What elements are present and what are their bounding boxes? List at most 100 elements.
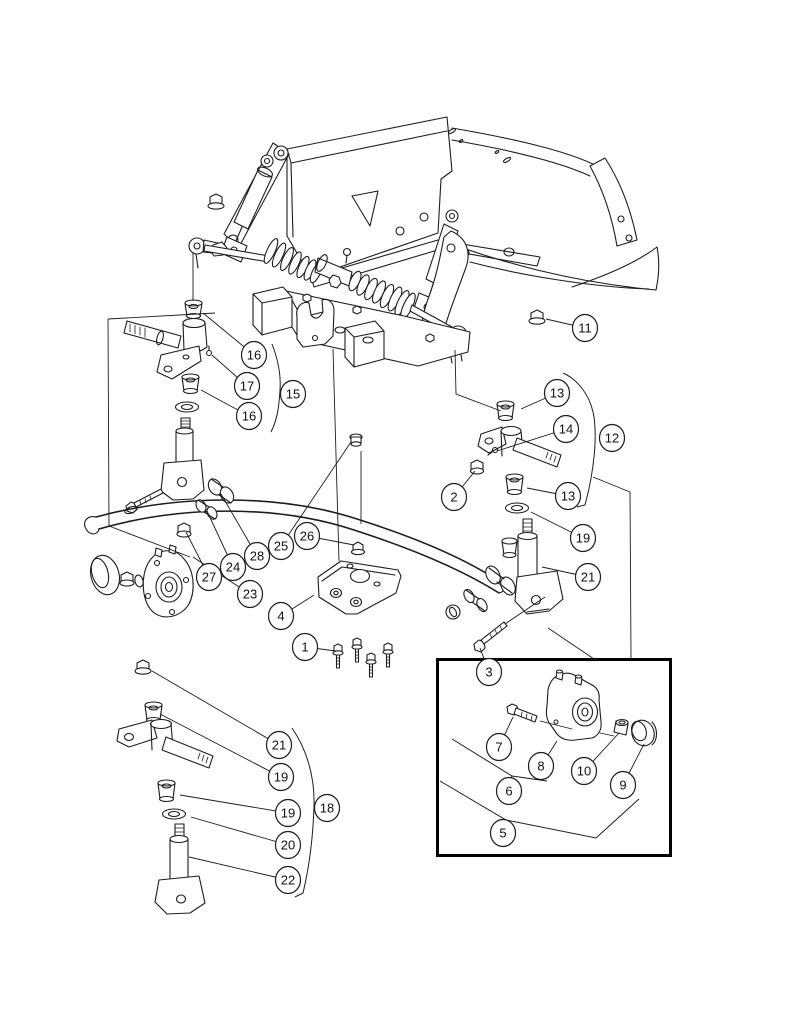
callout-circle bbox=[267, 531, 295, 561]
callout-circle bbox=[569, 523, 597, 553]
callout-23: 23 bbox=[236, 579, 264, 609]
callout-number: 9 bbox=[619, 778, 626, 793]
callout-2: 2 bbox=[440, 482, 468, 512]
callout-27: 27 bbox=[195, 562, 223, 592]
callout-13: 13 bbox=[554, 481, 582, 511]
callout-circle bbox=[475, 657, 503, 687]
callout-19: 19 bbox=[267, 762, 295, 792]
spring-plate-4 bbox=[317, 560, 402, 615]
callout-number: 11 bbox=[578, 321, 592, 336]
callout-4: 4 bbox=[267, 601, 295, 631]
grease-fitting-17 bbox=[205, 349, 213, 357]
callout-circle bbox=[485, 732, 513, 762]
callout-number: 25 bbox=[274, 539, 288, 554]
callout-19: 19 bbox=[274, 798, 302, 828]
spindle-right bbox=[469, 400, 564, 615]
callout-21: 21 bbox=[574, 562, 602, 592]
callout-number: 5 bbox=[499, 826, 506, 841]
callout-25: 25 bbox=[267, 531, 295, 561]
callout-number: 26 bbox=[300, 529, 314, 544]
lug-bolt-7 bbox=[506, 703, 538, 723]
callout-18: 18 bbox=[313, 793, 341, 823]
callout-leader-19 bbox=[159, 713, 282, 778]
leaf-spring bbox=[84, 499, 505, 594]
callout-circle bbox=[440, 482, 468, 512]
callout-circle bbox=[274, 830, 302, 860]
callout-24: 24 bbox=[219, 552, 247, 582]
callout-circle bbox=[495, 776, 523, 806]
projection-line bbox=[592, 476, 632, 660]
weld-marks bbox=[447, 128, 512, 163]
callout-circle bbox=[243, 541, 271, 571]
callout-layer: 1234567891011121313141516161718191919202… bbox=[195, 313, 637, 895]
callout-19: 19 bbox=[569, 523, 597, 553]
callout-circle bbox=[571, 313, 599, 343]
callout-8: 8 bbox=[527, 751, 555, 781]
callout-circle bbox=[527, 751, 555, 781]
callout-20: 20 bbox=[274, 830, 302, 860]
callout-22: 22 bbox=[274, 865, 302, 895]
callout-number: 13 bbox=[550, 386, 564, 401]
callout-circle bbox=[313, 793, 341, 823]
callout-circle bbox=[293, 521, 321, 551]
callout-number: 15 bbox=[286, 387, 300, 402]
callout-16: 16 bbox=[235, 401, 263, 431]
callout-bracket bbox=[270, 343, 281, 433]
callout-circle bbox=[265, 730, 293, 760]
hub-assembly-inset bbox=[506, 669, 658, 747]
callout-number: 6 bbox=[505, 784, 512, 799]
rack-mounts bbox=[252, 286, 471, 368]
callout-11: 11 bbox=[571, 313, 599, 343]
callout-leader-19 bbox=[179, 794, 289, 814]
projection-line bbox=[504, 596, 546, 625]
callout-circle bbox=[554, 481, 582, 511]
callout-circle bbox=[543, 378, 571, 408]
callout-16: 16 bbox=[240, 340, 268, 370]
callout-bracket bbox=[291, 727, 315, 898]
spindle-lower-left-group bbox=[116, 659, 214, 915]
callout-bracket bbox=[439, 780, 640, 839]
rack-and-pinion bbox=[188, 237, 468, 362]
callout-number: 28 bbox=[250, 549, 264, 564]
callout-17: 17 bbox=[233, 371, 261, 401]
callout-leader-21 bbox=[151, 670, 280, 746]
bellows-right bbox=[348, 270, 416, 320]
callout-5: 5 bbox=[489, 818, 517, 848]
spindle-nut-10 bbox=[613, 718, 629, 736]
callout-number: 10 bbox=[577, 764, 591, 779]
callout-circle bbox=[236, 579, 264, 609]
shackle-bolt-3 bbox=[473, 621, 508, 653]
projection-line bbox=[332, 348, 340, 562]
callout-number: 20 bbox=[281, 838, 295, 853]
callout-1: 1 bbox=[291, 632, 319, 662]
callout-10: 10 bbox=[570, 756, 598, 786]
callout-circle bbox=[267, 601, 295, 631]
callout-leader-25 bbox=[280, 441, 352, 547]
callout-number: 13 bbox=[561, 489, 575, 504]
callout-circle bbox=[267, 762, 295, 792]
callout-number: 19 bbox=[281, 806, 295, 821]
projection-line bbox=[454, 349, 502, 412]
callout-number: 19 bbox=[274, 770, 288, 785]
callout-circle bbox=[609, 770, 637, 800]
callout-circle bbox=[570, 756, 598, 786]
spindle-upper-left bbox=[123, 299, 213, 515]
callout-14: 14 bbox=[552, 414, 580, 444]
callout-21: 21 bbox=[265, 730, 293, 760]
callout-number: 14 bbox=[559, 422, 573, 437]
callout-circle bbox=[240, 340, 268, 370]
callout-number: 27 bbox=[202, 570, 216, 585]
callout-number: 7 bbox=[495, 740, 502, 755]
callout-number: 23 bbox=[243, 587, 257, 602]
callout-9: 9 bbox=[609, 770, 637, 800]
dust-cap-9 bbox=[631, 719, 658, 747]
projection-line bbox=[547, 627, 598, 662]
callout-bracket bbox=[562, 372, 596, 508]
mount-screws-1 bbox=[332, 637, 394, 678]
flange-nut-upper-left bbox=[207, 193, 225, 210]
projection-line bbox=[107, 318, 191, 558]
callout-number: 18 bbox=[320, 801, 334, 816]
callout-number: 24 bbox=[226, 560, 240, 575]
